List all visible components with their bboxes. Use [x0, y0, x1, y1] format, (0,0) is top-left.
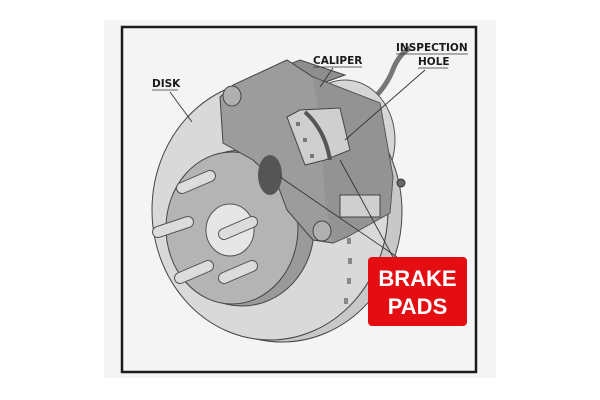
disk-label: DISK [152, 78, 181, 90]
wheel-stud [176, 170, 216, 194]
wheel-studs [152, 170, 258, 284]
brake-pads-leader-line [339, 159, 394, 258]
brake-pads-label-line2: PADS [388, 294, 448, 319]
frame [120, 25, 478, 374]
wheel-stud [174, 260, 214, 284]
inspection-hole-label-line1: INSPECTION [396, 42, 468, 54]
wheel-stud [218, 260, 258, 284]
wheel-stud [218, 216, 258, 240]
brake-line [370, 45, 412, 102]
leader-lines [169, 67, 426, 258]
brake-pads-callout: BRAKE PADS [368, 257, 467, 326]
brake-pads-leader-line [279, 176, 398, 258]
brake-pads-label-line1: BRAKE [378, 266, 456, 291]
caliper-leader-line [319, 67, 334, 88]
wheel-stud [152, 216, 194, 238]
caliper-opening [258, 155, 282, 195]
inspection-hole-label-line2: HOLE [418, 56, 450, 68]
inspection-hole-leader-line [344, 69, 426, 141]
caliper-label: CALIPER [313, 55, 362, 67]
disk-leader-line [169, 91, 193, 123]
inspection-hole [286, 107, 351, 166]
